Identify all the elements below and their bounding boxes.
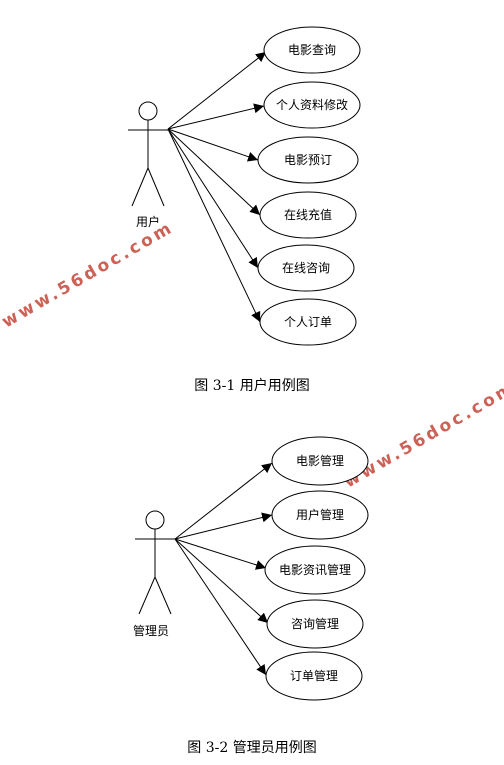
- svg-text:个人资料修改: 个人资料修改: [276, 97, 348, 112]
- use-case-user-management: 用户管理: [271, 490, 369, 540]
- svg-text:咨询管理: 咨询管理: [291, 616, 339, 631]
- use-case-personal-orders: 个人订单: [259, 298, 357, 346]
- svg-text:用户管理: 用户管理: [296, 507, 344, 522]
- actor-admin-label: 管理员: [133, 623, 169, 638]
- use-case-movie-news-management: 电影资讯管理: [264, 545, 366, 595]
- svg-text:在线充值: 在线充值: [284, 207, 332, 222]
- actor-user-figure: [128, 101, 168, 207]
- svg-text:个人订单: 个人订单: [284, 315, 332, 329]
- use-case-movie-management: 电影管理: [271, 436, 369, 486]
- svg-text:电影管理: 电影管理: [296, 453, 344, 468]
- use-case-online-consult: 在线咨询: [257, 244, 355, 292]
- diagram-user: 用户 电影查询 个人资料修改 电影预订 在线充值 在线咨询 个人订单: [128, 26, 361, 394]
- actor-user-label: 用户: [136, 214, 160, 229]
- use-case-order-management: 订单管理: [265, 651, 363, 701]
- svg-text:电影预订: 电影预订: [284, 153, 332, 167]
- watermark-right: www.56doc.com: [341, 378, 504, 493]
- svg-text:电影查询: 电影查询: [288, 43, 336, 57]
- use-case-movie-query: 电影查询: [263, 26, 361, 74]
- caption-figure-3-2: 图 3-2 管理员用例图: [187, 740, 316, 756]
- svg-text:电影资讯管理: 电影资讯管理: [279, 562, 351, 577]
- use-case-online-topup: 在线充值: [259, 191, 357, 239]
- diagram-admin: 管理员 电影管理 用户管理 电影资讯管理 咨询管理 订单管理 图 3-2 管理员…: [133, 436, 369, 756]
- svg-text:订单管理: 订单管理: [290, 668, 338, 683]
- use-case-consult-management: 咨询管理: [266, 599, 364, 649]
- use-case-movie-booking: 电影预订: [257, 136, 359, 184]
- svg-text:在线咨询: 在线咨询: [282, 260, 330, 275]
- watermark-left: www.56doc.com: [0, 218, 177, 333]
- caption-figure-3-1: 图 3-1 用户用例图: [194, 377, 309, 394]
- actor-admin-figure: [135, 510, 175, 615]
- use-case-profile-edit: 个人资料修改: [263, 81, 361, 129]
